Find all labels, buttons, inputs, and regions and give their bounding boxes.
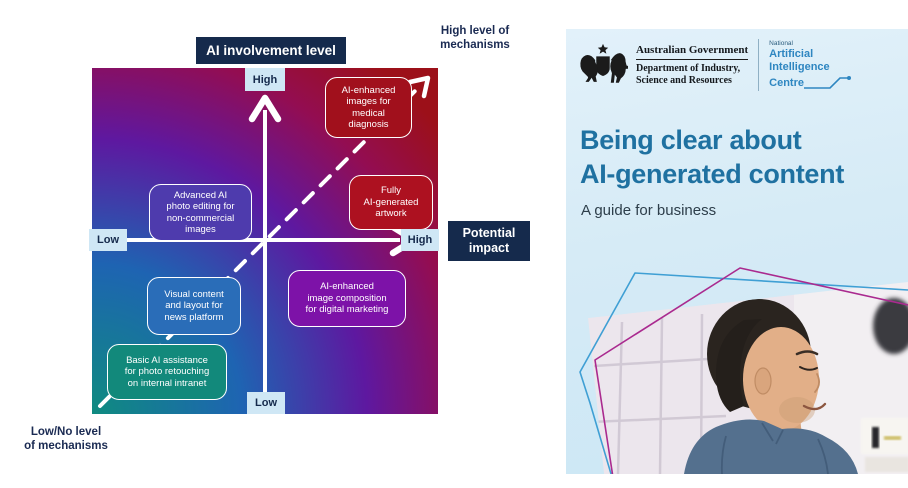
potential-impact-label: Potential impact: [448, 221, 530, 261]
window-grid: [591, 313, 727, 474]
vertical-axis-low-label: Low: [247, 392, 285, 414]
stubble: [779, 397, 815, 423]
guide-cover: Australian Government Department of Indu…: [566, 29, 908, 474]
low-mechanisms-label: Low/No level of mechanisms: [24, 426, 108, 452]
bubble-fully-generated-artwork: Fully AI-generated artwork: [349, 175, 433, 230]
government-logo-text: Australian Government Department of Indu…: [636, 44, 749, 87]
cover-photo: [579, 267, 908, 474]
australian-coat-of-arms-icon: [580, 43, 628, 83]
cover-title-line2: AI-generated content: [580, 159, 845, 189]
cover-title-line1: Being clear about: [580, 125, 802, 155]
cover-subtitle: A guide for business: [581, 202, 717, 219]
decorative-polygon-blue: [579, 272, 908, 474]
diagram-title: AI involvement level: [196, 37, 346, 64]
bubble-basic-ai-assistance: Basic AI assistance for photo retouching…: [107, 344, 227, 400]
government-logo-title: Australian Government: [636, 44, 749, 60]
bubble-image-composition-marketing: AI-enhanced image composition for digita…: [288, 270, 406, 327]
bubble-advanced-photo-editing: Advanced AI photo editing for non-commer…: [149, 184, 252, 241]
government-department-line2: Science and Resources: [636, 74, 732, 86]
man-portrait: [684, 299, 858, 474]
logo-divider: [758, 39, 760, 91]
diagonal-arrowhead-icon: [407, 75, 431, 99]
decorative-polygon-magenta: [594, 267, 908, 474]
ear: [754, 367, 772, 395]
cover-header: Australian Government Department of Indu…: [578, 39, 852, 91]
naic-line3: Centre: [769, 77, 804, 89]
nose: [814, 373, 820, 393]
smile: [802, 402, 827, 411]
naic-logo: National Artificial Intelligence Centre: [769, 40, 852, 90]
eyebrow: [795, 350, 819, 356]
naic-line1: Artificial: [769, 48, 814, 60]
vertical-axis-arrowhead-icon: [248, 94, 282, 123]
high-mechanisms-label: High level of mechanisms: [440, 25, 510, 51]
horizontal-axis-low-label: Low: [89, 229, 127, 251]
naic-line2: Intelligence: [769, 61, 830, 73]
cover-title: Being clear about AI-generated content: [580, 123, 844, 191]
horizontal-axis-high-label: High: [401, 229, 439, 251]
denim-shirt: [684, 419, 858, 474]
bubble-medical-diagnosis: AI-enhanced images for medical diagnosis: [325, 77, 412, 138]
naic-eyebrow: National: [769, 40, 793, 47]
eye: [799, 366, 818, 371]
background-object-dark: [873, 298, 908, 354]
bubble-visual-content-news: Visual content and layout for news platf…: [147, 277, 241, 335]
vertical-axis-high-label: High: [245, 68, 285, 91]
government-department-line1: Department of Industry,: [636, 62, 741, 74]
naic-arrow-icon: [803, 76, 851, 89]
